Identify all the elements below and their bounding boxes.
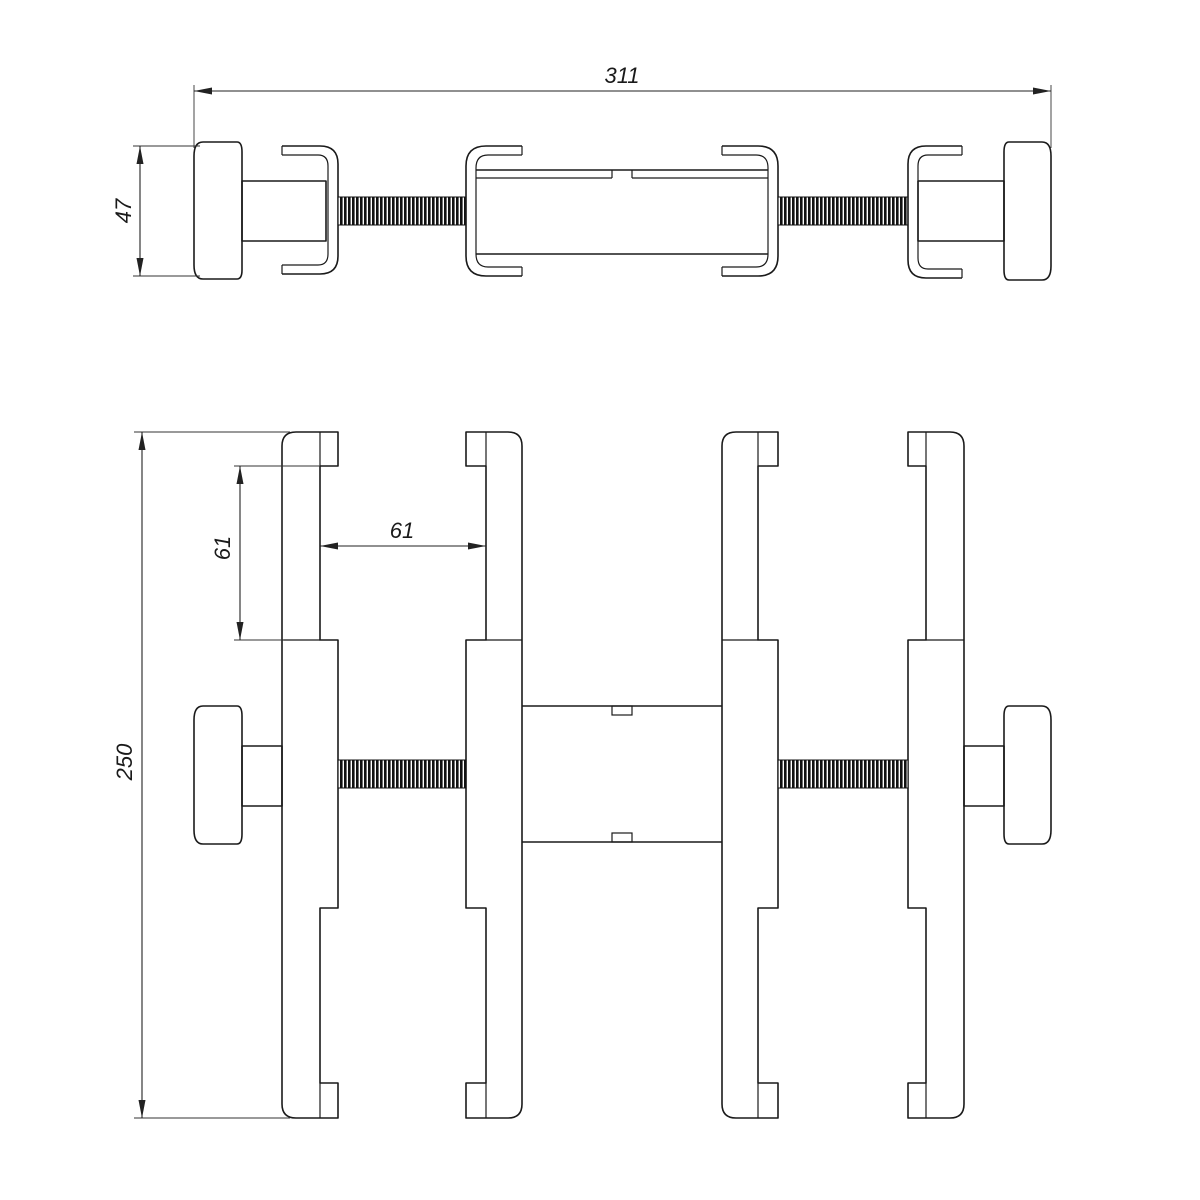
center-channel-top — [465, 145, 779, 277]
dimension-311: 311 — [193, 63, 1052, 148]
dimension-label-61-horizontal: 61 — [390, 518, 414, 543]
top-view: 311 47 — [111, 63, 1052, 281]
left-collar-top — [241, 180, 327, 242]
right-inner-plate — [721, 431, 779, 1119]
right-screw-top — [777, 196, 909, 226]
dimension-61-horizontal: 61 — [320, 518, 486, 550]
dimension-61-vertical: 61 — [210, 465, 320, 641]
right-screw-front — [777, 759, 909, 789]
left-screw-front — [337, 759, 467, 789]
center-bar — [522, 705, 722, 843]
right-collar-top — [917, 180, 1005, 242]
dimension-250: 250 — [112, 431, 290, 1119]
left-outer-plate — [281, 431, 339, 1119]
dimension-label-311: 311 — [604, 63, 639, 88]
right-outer-plate — [907, 431, 965, 1119]
right-bracket-top — [907, 145, 963, 279]
left-bracket-top — [281, 145, 339, 275]
dimension-label-250: 250 — [112, 743, 137, 781]
left-knob-front — [193, 705, 243, 845]
front-view: 250 61 61 — [112, 431, 1052, 1119]
left-inner-plate — [465, 431, 523, 1119]
dimension-47: 47 — [111, 145, 200, 277]
right-knob-top — [1003, 141, 1052, 281]
right-collar-front — [963, 745, 1005, 807]
left-screw-top — [337, 196, 467, 226]
left-knob-top — [193, 141, 243, 280]
dimension-label-47: 47 — [111, 198, 136, 223]
dimension-label-61-vertical: 61 — [210, 536, 235, 560]
left-collar-front — [241, 745, 283, 807]
right-knob-front — [1003, 705, 1052, 845]
